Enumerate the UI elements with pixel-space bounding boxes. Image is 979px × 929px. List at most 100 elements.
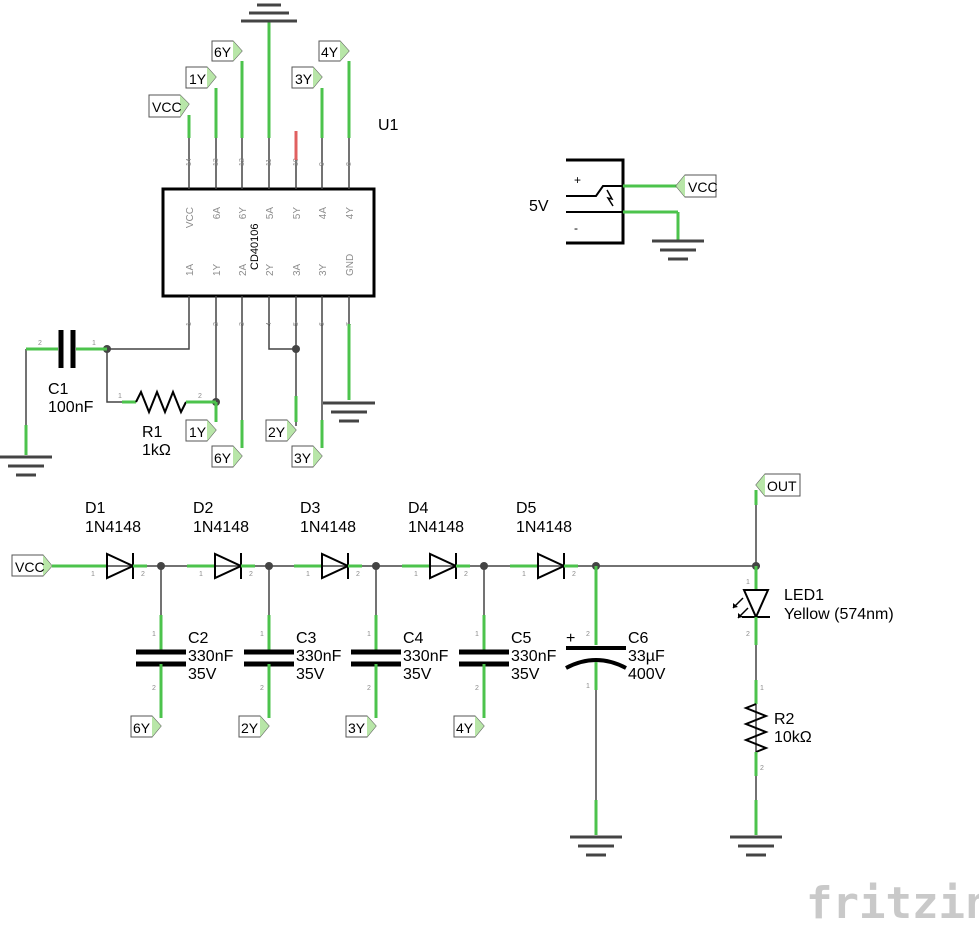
r1-value: 1kΩ: [142, 442, 171, 459]
ground-symbol-c6: [570, 835, 622, 857]
pin-name: 3A: [292, 263, 303, 276]
fritzing-logo: fritzing: [806, 878, 979, 929]
diode-ref: D1: [85, 500, 106, 517]
pin-number: 1: [367, 631, 371, 638]
net-label-text: 1Y: [189, 424, 207, 440]
pin-name: 4A: [318, 207, 329, 220]
cap-voltage: 35V: [188, 666, 217, 683]
ground-symbol-chip: [323, 324, 375, 423]
net-label-1y-bottom[interactable]: 1Y: [185, 402, 218, 442]
pin-number: 2: [586, 631, 590, 638]
resistor-r1[interactable]: 1 2 R1 1kΩ: [118, 389, 216, 459]
cap-ref: C3: [296, 630, 317, 647]
net-label-text: 2Y: [268, 424, 286, 440]
cap-voltage: 35V: [296, 666, 325, 683]
pin-number: 2: [198, 393, 202, 400]
chip-body: [161, 187, 376, 298]
junction-dot: [292, 345, 300, 353]
plus-sign: +: [574, 173, 581, 187]
power-jack-5v[interactable]: 5V + -: [529, 158, 678, 245]
c6-ref: C6: [628, 630, 649, 647]
net-label-text: 1Y: [189, 71, 207, 87]
resistor-r2[interactable]: 1 2 R2 10kΩ: [743, 680, 812, 835]
pin-number: 2: [356, 571, 360, 578]
net-label-1y-top[interactable]: 1Y: [185, 66, 218, 138]
pin-number: 2: [475, 685, 479, 692]
net-label-6y-pump[interactable]: 6Y: [130, 715, 162, 738]
pin-number: 2: [746, 631, 750, 638]
cap-value: 330nF: [403, 648, 449, 665]
net-label-text: VCC: [688, 179, 718, 195]
net-label-vcc-power[interactable]: VCC: [675, 174, 718, 198]
minus-sign: -: [574, 221, 578, 235]
pin-number: 2: [572, 571, 576, 578]
net-label-4y-top[interactable]: 4Y: [318, 40, 351, 138]
pin-number: 2: [464, 571, 468, 578]
pin-number: 1: [260, 631, 264, 638]
diode-ref: D3: [300, 500, 321, 517]
chip-pin-8[interactable]: 84Y: [345, 138, 356, 219]
cap-value: 330nF: [296, 648, 342, 665]
net-label-out[interactable]: OUT: [754, 473, 801, 566]
pin-name: 1A: [185, 263, 196, 276]
net-label-3y-pump[interactable]: 3Y: [345, 715, 377, 738]
power-label: 5V: [529, 198, 549, 215]
pin-name: GND: [345, 254, 356, 276]
net-label-6y-bottom[interactable]: 6Y: [211, 420, 244, 468]
pin-number: 2: [260, 685, 264, 692]
led-led1[interactable]: 1 2 LED1 Yellow (574nm): [732, 566, 894, 645]
cap-value: 330nF: [511, 648, 557, 665]
diode-value: 1N4148: [516, 519, 572, 536]
c6-value: 33µF: [628, 648, 665, 665]
pin-name: 5A: [265, 207, 276, 220]
pin-name: 2Y: [265, 263, 276, 276]
cap-voltage: 35V: [403, 666, 432, 683]
net-label-text: 6Y: [133, 720, 151, 736]
diode-value: 1N4148: [408, 519, 464, 536]
net-label-2y-pump[interactable]: 2Y: [238, 715, 270, 738]
pin-number: 1: [306, 571, 310, 578]
net-label-3y-top[interactable]: 3Y: [291, 66, 324, 138]
pin-number: 12: [239, 158, 246, 166]
r1-ref: R1: [142, 424, 163, 441]
net-label-vcc-pump[interactable]: VCC: [11, 554, 80, 577]
r2-ref: R2: [774, 711, 795, 728]
pin-name: 1Y: [212, 263, 223, 276]
plus-sign: +: [566, 630, 575, 647]
capacitor-c1[interactable]: 2 1 C1 100nF: [26, 330, 107, 416]
pin-number: 10: [293, 158, 300, 166]
net-label-text: VCC: [152, 99, 182, 115]
pin-number: 2: [367, 685, 371, 692]
pin-number: 1: [760, 685, 764, 692]
pin-number: 2: [141, 571, 145, 578]
pin-number: 1: [91, 571, 95, 578]
pin-number: 2: [760, 765, 764, 772]
net-label-3y-bottom[interactable]: 3Y: [291, 420, 324, 468]
chip-pin-9[interactable]: 94A: [318, 138, 329, 219]
net-label-2y-bottom[interactable]: 2Y: [265, 396, 298, 442]
net-label-4y-pump[interactable]: 4Y: [453, 715, 485, 738]
ground-symbol-c1: [0, 425, 52, 477]
net-label-text: 3Y: [294, 450, 312, 466]
pin-name: 5Y: [292, 207, 303, 220]
net-label-vcc-top[interactable]: VCC: [148, 94, 191, 138]
net-label-text: 6Y: [214, 450, 232, 466]
pin-number: 1: [522, 571, 526, 578]
pin-number: 1: [92, 340, 96, 347]
net-label-6y-top[interactable]: 6Y: [211, 40, 244, 138]
capacitor-c6[interactable]: + 2 1 C6 33µF 400V: [565, 562, 666, 835]
